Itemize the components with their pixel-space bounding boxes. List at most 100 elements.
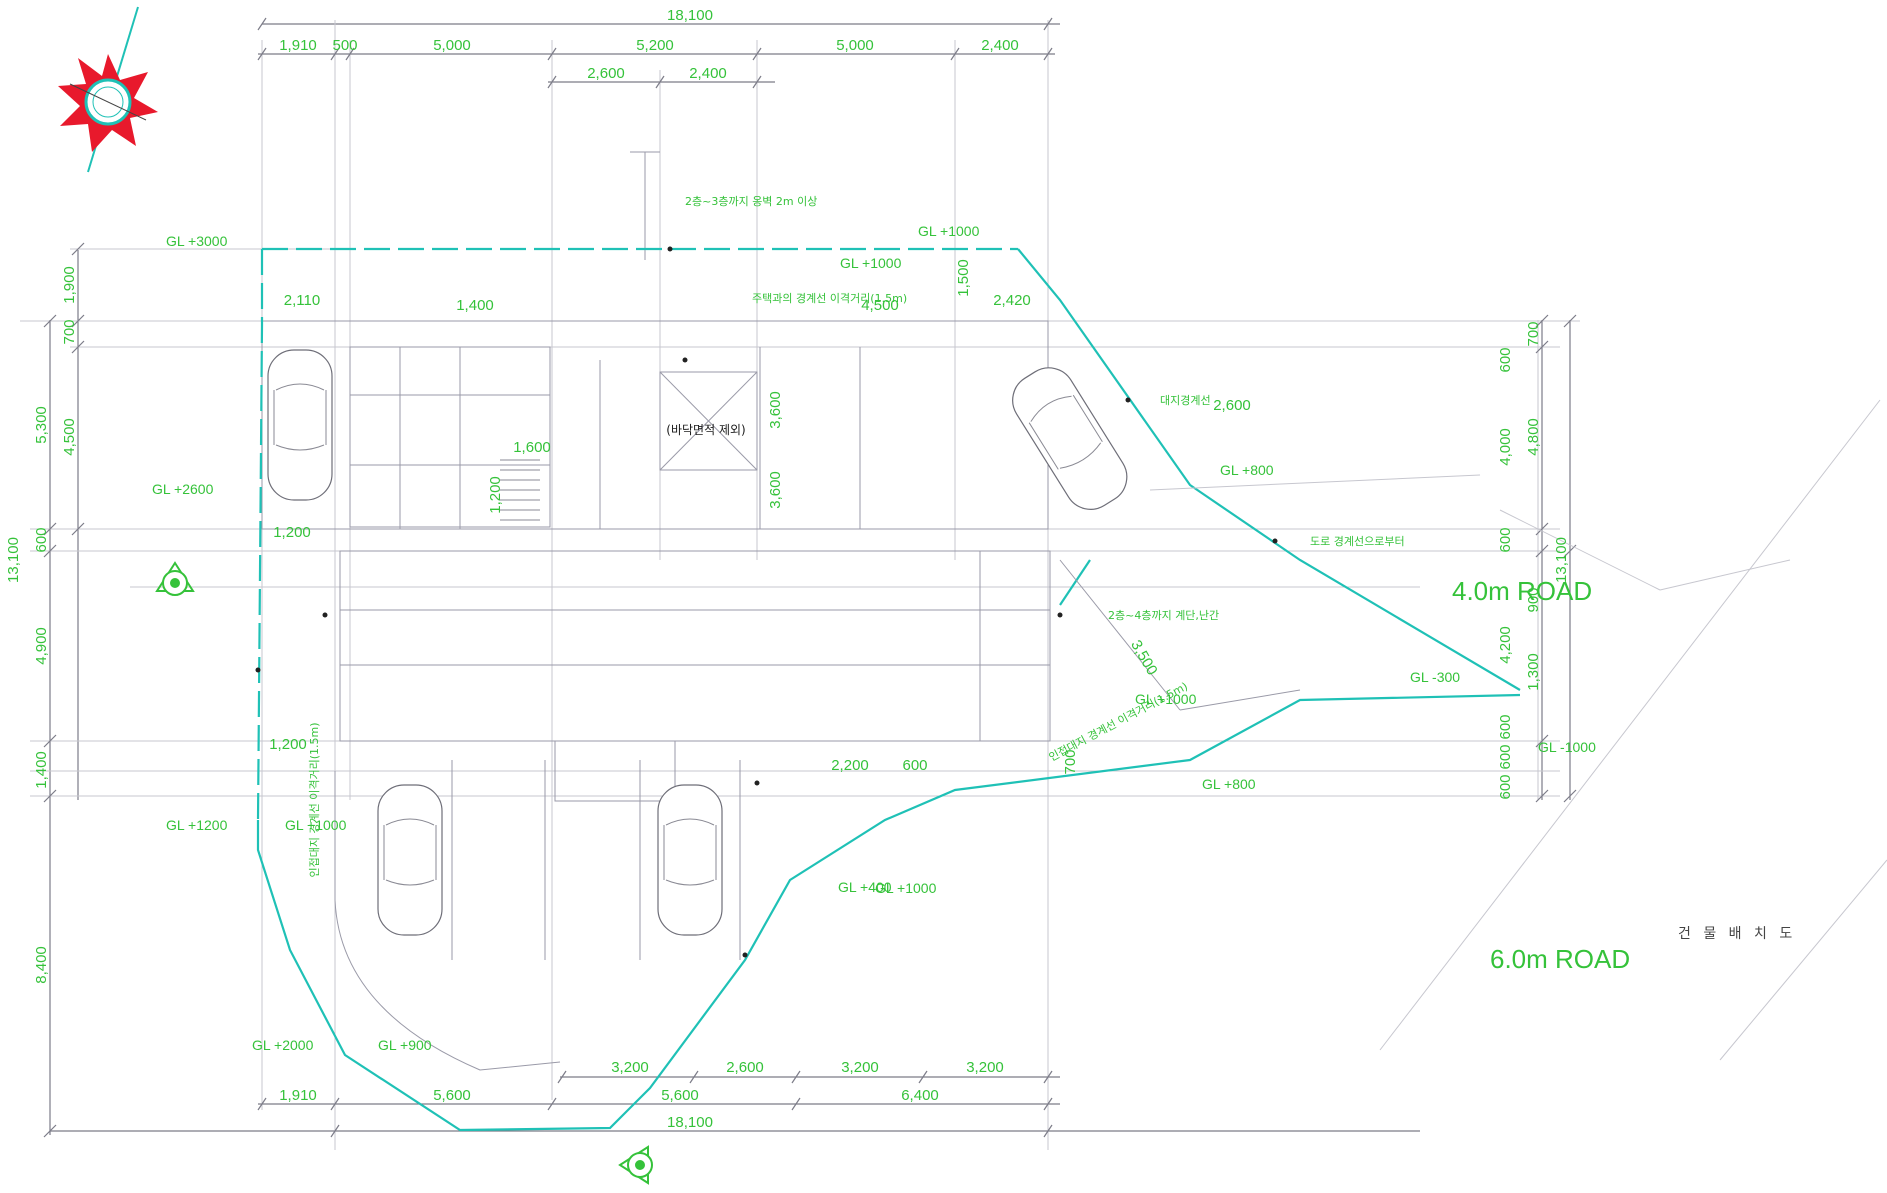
ground-level-labels: GL +3000 GL +1000 GL +1000 GL +2600 GL +… [152, 223, 1596, 1053]
dim-right-9: 600 [1497, 744, 1514, 769]
gl-label: GL +1000 [840, 255, 902, 271]
gl-label: GL +1000 [875, 880, 937, 896]
dim-bottom-1: 3,200 [611, 1059, 649, 1076]
dim-right-2: 600 [1497, 347, 1514, 372]
dim-bottom-7: 5,600 [661, 1087, 699, 1104]
left-dimensions: 13,100 1,900 700 5,300 4,500 600 4,900 1… [5, 266, 78, 984]
section-marker-icon [618, 1145, 653, 1185]
note-parking: 도로 경계선으로부터 [1310, 535, 1405, 548]
dim-top-total: 18,100 [667, 7, 713, 24]
dim-bottom-8: 6,400 [901, 1087, 939, 1104]
dim-inner-3: 1,200 [273, 524, 311, 541]
dim-right-11: 900 [1525, 587, 1542, 612]
section-marker-icon [155, 561, 195, 596]
dimension-lines [20, 20, 1580, 1150]
gl-label: GL -1000 [1538, 739, 1596, 755]
note-setback-east: 주택과의 경계선 이격거리(1.5m) [752, 292, 907, 305]
dim-inner-5: 1,200 [269, 736, 307, 753]
dim-bottom-3: 3,200 [841, 1059, 879, 1076]
dimension-ticks [43, 17, 1577, 1138]
dim-inner-11: 3,500 [1127, 637, 1160, 678]
dim-bottom-2: 2,600 [726, 1059, 764, 1076]
gl-label: GL +1000 [285, 817, 347, 833]
dim-top-6: 2,400 [981, 37, 1019, 54]
dim-top-3: 5,000 [433, 37, 471, 54]
right-dimensions: 700 600 4,800 4,000 600 13,100 4,200 600… [1497, 321, 1570, 799]
dim-bottom-4: 3,200 [966, 1059, 1004, 1076]
dim-inner-16: 700 [1062, 749, 1079, 774]
gl-label: GL +3000 [166, 233, 228, 249]
gl-label: GL -300 [1410, 669, 1460, 685]
gl-label: GL +2600 [152, 481, 214, 497]
dim-right-3: 4,800 [1525, 418, 1542, 456]
road-edges [1059, 399, 1887, 1061]
dim-left-3: 5,300 [33, 406, 50, 444]
dim-top-8: 2,400 [689, 65, 727, 82]
road-label-south: 6.0m ROAD [1490, 944, 1630, 974]
dim-right-10: 600 [1497, 774, 1514, 799]
dim-left-7: 1,400 [33, 751, 50, 789]
dim-right-7: 600 [1497, 714, 1514, 739]
gl-label: GL +800 [1202, 776, 1256, 792]
dim-right-1: 700 [1525, 321, 1542, 346]
dim-left-5: 600 [33, 527, 50, 552]
dim-inner-13: 4,500 [861, 297, 899, 314]
dim-top-5: 5,000 [836, 37, 874, 54]
dim-inner-6: 2,200 [831, 757, 869, 774]
gl-label: GL +900 [378, 1037, 432, 1053]
leader-dots [255, 246, 1278, 958]
site-boundary [256, 247, 1521, 1132]
dim-bottom-6: 5,600 [433, 1087, 471, 1104]
parked-car-icon [377, 784, 443, 936]
note-setback-west: 인접대지 경계선 이격거리(1.5m) [308, 722, 321, 877]
bottom-dimensions: 3,200 2,600 3,200 3,200 1,910 5,600 5,60… [279, 1059, 1004, 1131]
north-compass-rose-icon [58, 6, 158, 173]
top-dimensions: 18,100 1,910 500 5,000 5,200 5,000 2,400… [279, 7, 1019, 82]
building-outline [261, 151, 1051, 1071]
dim-top-4: 5,200 [636, 37, 674, 54]
road-label-east: 4.0m ROAD [1452, 576, 1592, 606]
note-setback-south: 인접대지 경계선 이격거리(1.5m) [1047, 680, 1190, 764]
dim-left-total: 13,100 [5, 537, 22, 583]
dim-right-6: 4,200 [1497, 626, 1514, 664]
note-floor-area: (바닥면적 제외) [666, 423, 745, 437]
parked-car-icon [1012, 367, 1128, 510]
dim-top-1: 1,910 [279, 37, 317, 54]
dim-top-2: 500 [332, 37, 357, 54]
dim-inner-7: 3,600 [767, 391, 784, 429]
gl-label: GL +400 [838, 879, 892, 895]
dim-inner-12: 2,600 [1213, 397, 1251, 414]
dim-inner-8: 1,200 [487, 476, 504, 514]
inner-dimensions: 2,110 2,420 1,200 1,600 1,200 2,200 3,60… [269, 259, 1251, 774]
dim-left-2: 700 [61, 319, 78, 344]
dim-left-8: 8,400 [33, 946, 50, 984]
dim-right-8: 1,300 [1525, 653, 1542, 691]
dim-inner-9: 1,500 [955, 259, 972, 297]
dim-inner-1: 2,110 [284, 292, 320, 309]
gl-label: GL +2000 [252, 1037, 314, 1053]
note-site-boundary: 대지경계선 [1160, 394, 1211, 407]
gl-label: GL +1000 [1135, 691, 1197, 707]
dim-bottom-5: 1,910 [279, 1087, 317, 1104]
gl-label: GL +1000 [918, 223, 980, 239]
dim-inner-15: 600 [902, 757, 927, 774]
note-retaining-wall-1: 2층~3층까지 옹벽 2m 이상 [685, 195, 817, 208]
dim-inner-14: 1,400 [456, 297, 494, 314]
gl-label: GL +1200 [166, 817, 228, 833]
note-retaining-wall-2: 2층~4층까지 계단,난간 [1108, 609, 1219, 622]
gl-label: GL +800 [1220, 462, 1274, 478]
dim-right-total: 13,100 [1553, 537, 1570, 583]
dim-inner-4: 1,600 [513, 439, 551, 456]
dim-left-4: 4,500 [61, 418, 78, 456]
dim-left-1: 1,900 [61, 266, 78, 304]
dim-bottom-total: 18,100 [667, 1114, 713, 1131]
dim-right-5: 600 [1497, 527, 1514, 552]
dim-inner-10: 3,600 [767, 471, 784, 509]
parked-car-icon [267, 349, 333, 501]
dim-left-6: 4,900 [33, 627, 50, 665]
dim-right-4: 4,000 [1497, 428, 1514, 466]
dim-top-7: 2,600 [587, 65, 625, 82]
dim-inner-2: 2,420 [993, 292, 1031, 309]
parked-car-icon [657, 784, 723, 936]
